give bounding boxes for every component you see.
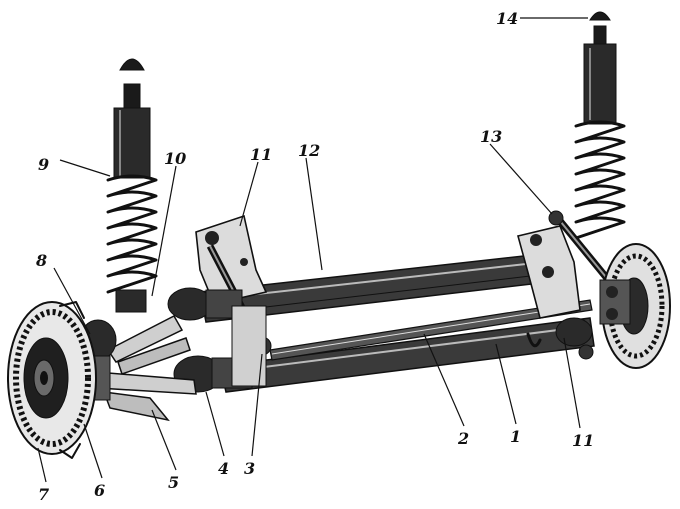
leader-lines: [37, 17, 588, 483]
right-brake-drum: [599, 243, 671, 369]
callout-11-bottom: 11: [572, 431, 594, 450]
callout-14: 14: [496, 9, 518, 28]
callout-10: 10: [164, 149, 186, 168]
callout-7: 7: [38, 485, 49, 504]
callout-9: 9: [38, 155, 49, 174]
left-brake-drum: [7, 301, 97, 459]
left-upper-arm: [106, 315, 191, 375]
left-mounting-bracket: [195, 214, 268, 305]
callout-12: 12: [298, 141, 320, 160]
right-mounting-bracket: [517, 225, 581, 319]
left-shock-absorber: [106, 58, 158, 313]
callout-1: 1: [510, 427, 521, 446]
left-lower-arm: [95, 371, 197, 422]
right-pivot-bushings: [526, 317, 594, 360]
callout-4: 4: [218, 459, 229, 478]
left-coil-spring: [106, 174, 158, 294]
right-shock-absorber: [574, 11, 626, 240]
steering-link-right: [548, 210, 613, 285]
callout-6: 6: [94, 481, 105, 500]
callout-13: 13: [480, 127, 502, 146]
tie-rod: [269, 299, 593, 361]
callout-3: 3: [244, 459, 255, 478]
callout-11-top: 11: [250, 145, 272, 164]
right-coil-spring: [574, 120, 626, 240]
callout-2: 2: [457, 429, 469, 448]
callout-5: 5: [168, 473, 179, 492]
callout-8: 8: [35, 251, 47, 270]
callout-labels: 1 2 3 4 5 6 7 8 9 10 11 11 12 13 14: [35, 9, 594, 504]
